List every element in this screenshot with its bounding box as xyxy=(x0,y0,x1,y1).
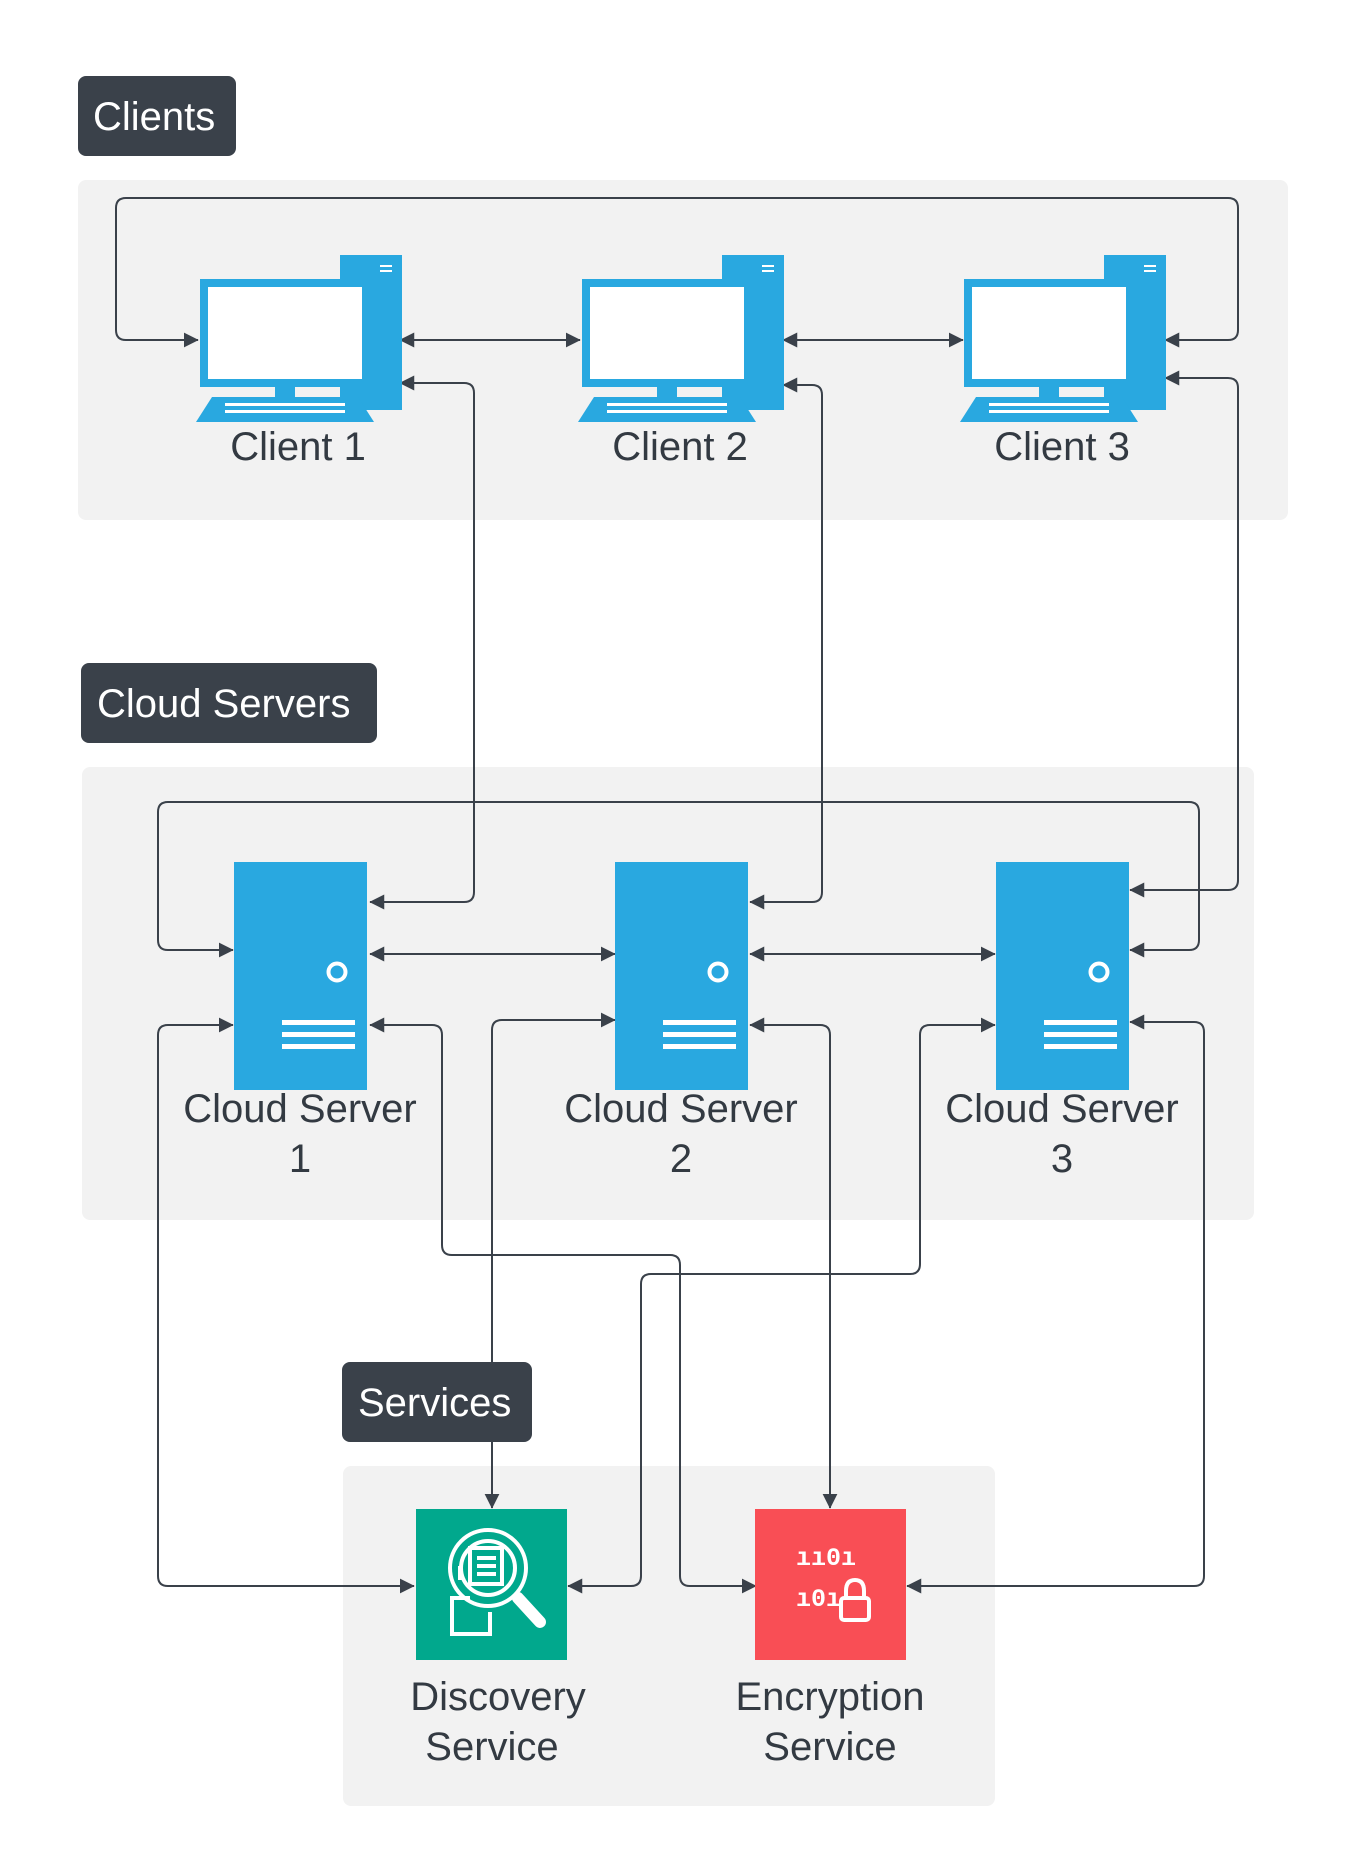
cloud-server-1-number: 1 xyxy=(289,1137,311,1181)
connector-client3-server3 xyxy=(1129,370,1239,898)
client-2-label: Client 2 xyxy=(612,425,748,469)
encryption-service-node: ıı0ı ı0ı Encryption Service xyxy=(736,1509,925,1769)
client-1-node: Client 1 xyxy=(196,255,402,469)
server-tower-icon xyxy=(994,860,1131,1092)
connectors xyxy=(115,197,1239,1594)
connector-client1-client3 xyxy=(115,197,1239,348)
cloud-server-2-node: Cloud Server 2 xyxy=(564,860,798,1181)
server-tower-icon xyxy=(232,860,369,1092)
svg-text:ıı0ı: ıı0ı xyxy=(796,1544,856,1573)
cloud-server-3-number: 3 xyxy=(1051,1137,1073,1181)
server-tower-icon xyxy=(613,860,750,1092)
client-2-node: Client 2 xyxy=(578,255,784,469)
connector-client1-server1 xyxy=(369,375,475,910)
services-tag-label: Services xyxy=(358,1381,511,1425)
connector-server2-discovery xyxy=(484,1012,616,1509)
connector-server1-discovery xyxy=(157,1017,415,1594)
cloud-server-2-number: 2 xyxy=(670,1137,692,1181)
connector-server1-server3 xyxy=(157,801,1200,958)
connector-client2-server2 xyxy=(749,377,823,910)
discovery-service-label: Discovery xyxy=(410,1675,586,1719)
magnifier-document-icon xyxy=(448,1528,546,1636)
discovery-service-node: Discovery Service xyxy=(410,1509,586,1769)
cloud-servers-tag-label: Cloud Servers xyxy=(97,682,350,726)
cloud-servers-tag: Cloud Servers xyxy=(81,663,377,743)
cloud-server-2-label: Cloud Server xyxy=(564,1087,797,1131)
client-3-label: Client 3 xyxy=(994,425,1130,469)
client-1-label: Client 1 xyxy=(230,425,366,469)
encryption-service-label-line2: Service xyxy=(763,1725,896,1769)
svg-text:ı0ı: ı0ı xyxy=(796,1585,841,1614)
client-3-node: Client 3 xyxy=(960,255,1166,469)
cloud-server-3-label: Cloud Server xyxy=(945,1087,1178,1131)
discovery-service-label-line2: Service xyxy=(425,1725,558,1769)
binary-lock-icon: ıı0ı ı0ı xyxy=(796,1544,871,1622)
clients-tag-label: Clients xyxy=(93,95,215,139)
clients-tag: Clients xyxy=(78,76,236,156)
connector-server3-encryption xyxy=(906,1014,1205,1594)
cloud-server-1-label: Cloud Server xyxy=(183,1087,416,1131)
encryption-service-label: Encryption xyxy=(736,1675,925,1719)
cloud-server-3-node: Cloud Server 3 xyxy=(945,860,1179,1181)
cloud-server-1-node: Cloud Server 1 xyxy=(183,860,417,1181)
services-tag: Services xyxy=(342,1362,532,1442)
